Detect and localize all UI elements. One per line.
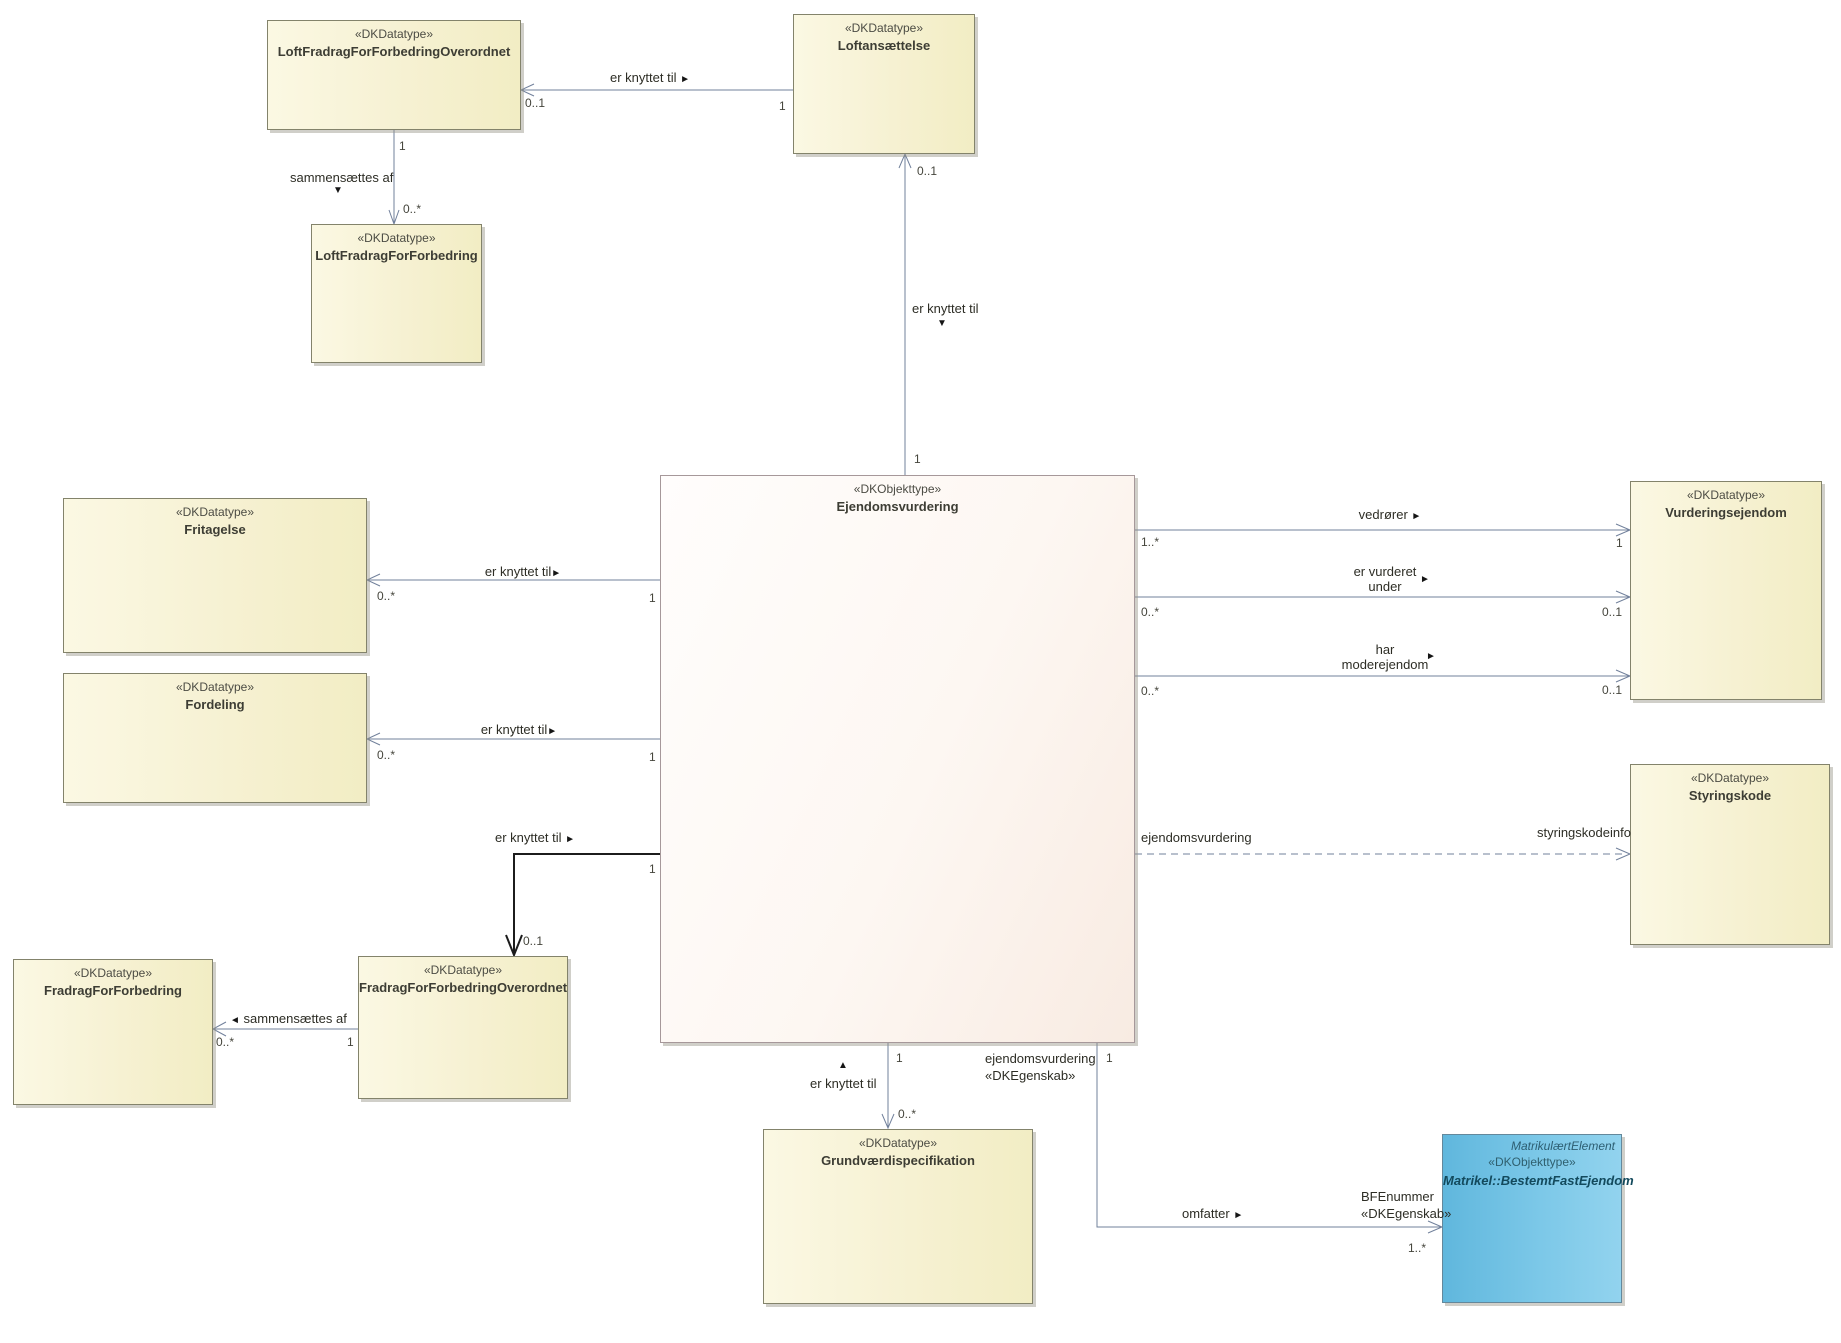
class-box-ejendomsvurdering[interactable]: «DKObjekttype» Ejendomsvurdering xyxy=(660,475,1135,1043)
edge-role-styringskodeinfo: styringskodeinfo xyxy=(1537,825,1631,840)
stereotype-label: «DKObjekttype» xyxy=(853,482,942,496)
direction-arrow-icon: ▼ xyxy=(333,185,343,196)
multiplicity: 0..1 xyxy=(917,164,938,178)
multiplicity: 1 xyxy=(649,862,656,876)
edge-label-ejd-grundvaerdi: er knyttet til xyxy=(810,1076,877,1091)
class-name: LoftFradragForForbedringOverordnet xyxy=(277,44,511,60)
class-box-loftfradragforforbedring[interactable]: «DKDatatype» LoftFradragForForbedring xyxy=(311,224,482,363)
edge-role-target-omfatter: BFEnummer «DKEgenskab» xyxy=(1361,1189,1452,1221)
edge-label-ejd-fritagelse: er knyttet til► xyxy=(484,564,562,579)
stereotype-label: «DKDatatype» xyxy=(175,505,255,519)
multiplicity: 1 xyxy=(914,452,921,466)
multiplicity: 1 xyxy=(896,1051,903,1065)
class-name: Ejendomsvurdering xyxy=(836,499,959,515)
stereotype-label: «DKObjekttype» xyxy=(1488,1155,1576,1170)
edge-label-loft-knyttet: er knyttet til ► xyxy=(610,70,690,85)
multiplicity: 1..* xyxy=(1141,535,1160,549)
stereotype-label: «DKDatatype» xyxy=(844,21,924,35)
classifier-label: MatrikulærtElement xyxy=(1510,1139,1615,1153)
multiplicity: 0..1 xyxy=(523,934,544,948)
direction-arrow-icon: ► xyxy=(1420,574,1430,585)
edge-ejd-grundvaerdi-line xyxy=(881,1043,895,1130)
edge-vedroerer-line xyxy=(1135,523,1632,537)
class-name: Vurderingsejendom xyxy=(1665,505,1787,521)
edge-ejd-fritagelse-line xyxy=(365,573,660,587)
class-box-loftfradragforforbedringoverordnet[interactable]: «DKDatatype» LoftFradragForForbedringOve… xyxy=(267,20,521,130)
class-name: FradragForForbedringOverordnet xyxy=(359,980,568,996)
direction-arrow-icon: ◄ xyxy=(230,1015,240,1026)
edge-label-har-moderejendom: har moderejendom xyxy=(1341,642,1429,672)
class-box-loftansaettelse[interactable]: «DKDatatype» Loftansættelse xyxy=(793,14,975,154)
class-name: Fritagelse xyxy=(184,522,246,538)
class-name: Matrikel::BestemtFastEjendom xyxy=(1443,1172,1634,1188)
multiplicity: 1 xyxy=(649,591,656,605)
direction-arrow-icon: ▼ xyxy=(937,318,947,329)
edge-label-loft-sammensaettes: sammensættes af xyxy=(290,170,394,185)
edge-role-source-omfatter: ejendomsvurdering «DKEgenskab» xyxy=(985,1051,1096,1083)
edge-label-vedroerer: vedrører ► xyxy=(1358,507,1422,522)
multiplicity: 0..* xyxy=(403,202,422,216)
multiplicity: 1 xyxy=(399,139,406,153)
multiplicity: 0..1 xyxy=(1602,683,1623,697)
class-box-grundvaerdispecifikation[interactable]: «DKDatatype» Grundværdispecifikation xyxy=(763,1129,1033,1304)
stereotype-label: «DKDatatype» xyxy=(858,1136,938,1150)
stereotype-label: «DKDatatype» xyxy=(423,963,503,977)
multiplicity: 0..* xyxy=(216,1035,235,1049)
edge-label-ejd-fradrag-over: er knyttet til ► xyxy=(495,830,575,845)
class-name: Grundværdispecifikation xyxy=(821,1153,975,1169)
class-box-fradragforforbedring[interactable]: «DKDatatype» FradragForForbedring xyxy=(13,959,213,1105)
multiplicity: 0..1 xyxy=(1602,605,1623,619)
multiplicity: 1 xyxy=(779,99,786,113)
edge-ejd-fradrag-over-line xyxy=(505,853,660,958)
edge-role-ejendomsvurdering: ejendomsvurdering xyxy=(1141,830,1252,845)
class-box-fritagelse[interactable]: «DKDatatype» Fritagelse xyxy=(63,498,367,653)
multiplicity: 0..* xyxy=(1141,605,1160,619)
edge-label-ejd-loft: er knyttet til xyxy=(912,301,979,316)
class-name: Fordeling xyxy=(185,697,245,713)
edge-styringskode-dep-line xyxy=(1135,847,1632,861)
stereotype-label: «DKDatatype» xyxy=(1686,488,1766,502)
direction-arrow-icon: ► xyxy=(1426,651,1436,662)
edge-ejd-fordeling-line xyxy=(365,732,660,746)
edge-fradrag-sammensaettes-line xyxy=(211,1021,358,1037)
direction-arrow-icon: ► xyxy=(1411,511,1422,522)
multiplicity: 1 xyxy=(347,1035,354,1049)
class-name: Styringskode xyxy=(1688,788,1772,804)
multiplicity: 1 xyxy=(1616,536,1623,550)
edge-label-ejd-fordeling: er knyttet til► xyxy=(480,722,558,737)
multiplicity: 0..* xyxy=(377,748,396,762)
multiplicity: 0..1 xyxy=(525,96,546,110)
stereotype-label: «DKDatatype» xyxy=(357,231,436,245)
edge-label-er-vurderet-under: er vurderet under xyxy=(1353,564,1417,594)
stereotype-label: «DKDatatype» xyxy=(73,966,153,980)
direction-arrow-icon: ► xyxy=(551,568,562,579)
direction-arrow-icon: ► xyxy=(1233,1210,1244,1221)
class-box-styringskode[interactable]: «DKDatatype» Styringskode xyxy=(1630,764,1830,945)
direction-arrow-icon: ► xyxy=(565,834,575,845)
direction-arrow-icon: ▲ xyxy=(838,1060,848,1071)
multiplicity: 1..* xyxy=(1408,1241,1427,1255)
class-name: Loftansættelse xyxy=(837,38,931,54)
multiplicity: 1 xyxy=(649,750,656,764)
class-box-vurderingsejendom[interactable]: «DKDatatype» Vurderingsejendom xyxy=(1630,481,1822,700)
class-box-fordeling[interactable]: «DKDatatype» Fordeling xyxy=(63,673,367,803)
multiplicity: 0..* xyxy=(898,1107,917,1121)
multiplicity: 0..* xyxy=(377,589,396,603)
direction-arrow-icon: ► xyxy=(680,74,690,85)
stereotype-label: «DKDatatype» xyxy=(175,680,255,694)
stereotype-label: «DKDatatype» xyxy=(354,27,434,41)
class-name: FradragForForbedring xyxy=(44,983,182,999)
class-box-bestemtfastejendom[interactable]: MatrikulærtElement «DKObjekttype» Matrik… xyxy=(1442,1134,1634,1303)
edge-ejd-loft-line xyxy=(898,152,912,475)
stereotype-label: «DKDatatype» xyxy=(1690,771,1770,785)
edge-loft-knyttet-line xyxy=(519,83,793,97)
class-name: LoftFradragForForbedring xyxy=(315,248,478,264)
multiplicity: 1 xyxy=(1106,1051,1113,1065)
class-box-fradragforforbedringoverordnet[interactable]: «DKDatatype» FradragForForbedringOverord… xyxy=(358,956,568,1099)
direction-arrow-icon: ► xyxy=(547,726,558,737)
multiplicity: 0..* xyxy=(1141,684,1160,698)
edge-label-fradrag-sammensaettes: ◄ sammensættes af xyxy=(230,1011,347,1026)
edge-label-omfatter: omfatter ► xyxy=(1182,1206,1244,1221)
